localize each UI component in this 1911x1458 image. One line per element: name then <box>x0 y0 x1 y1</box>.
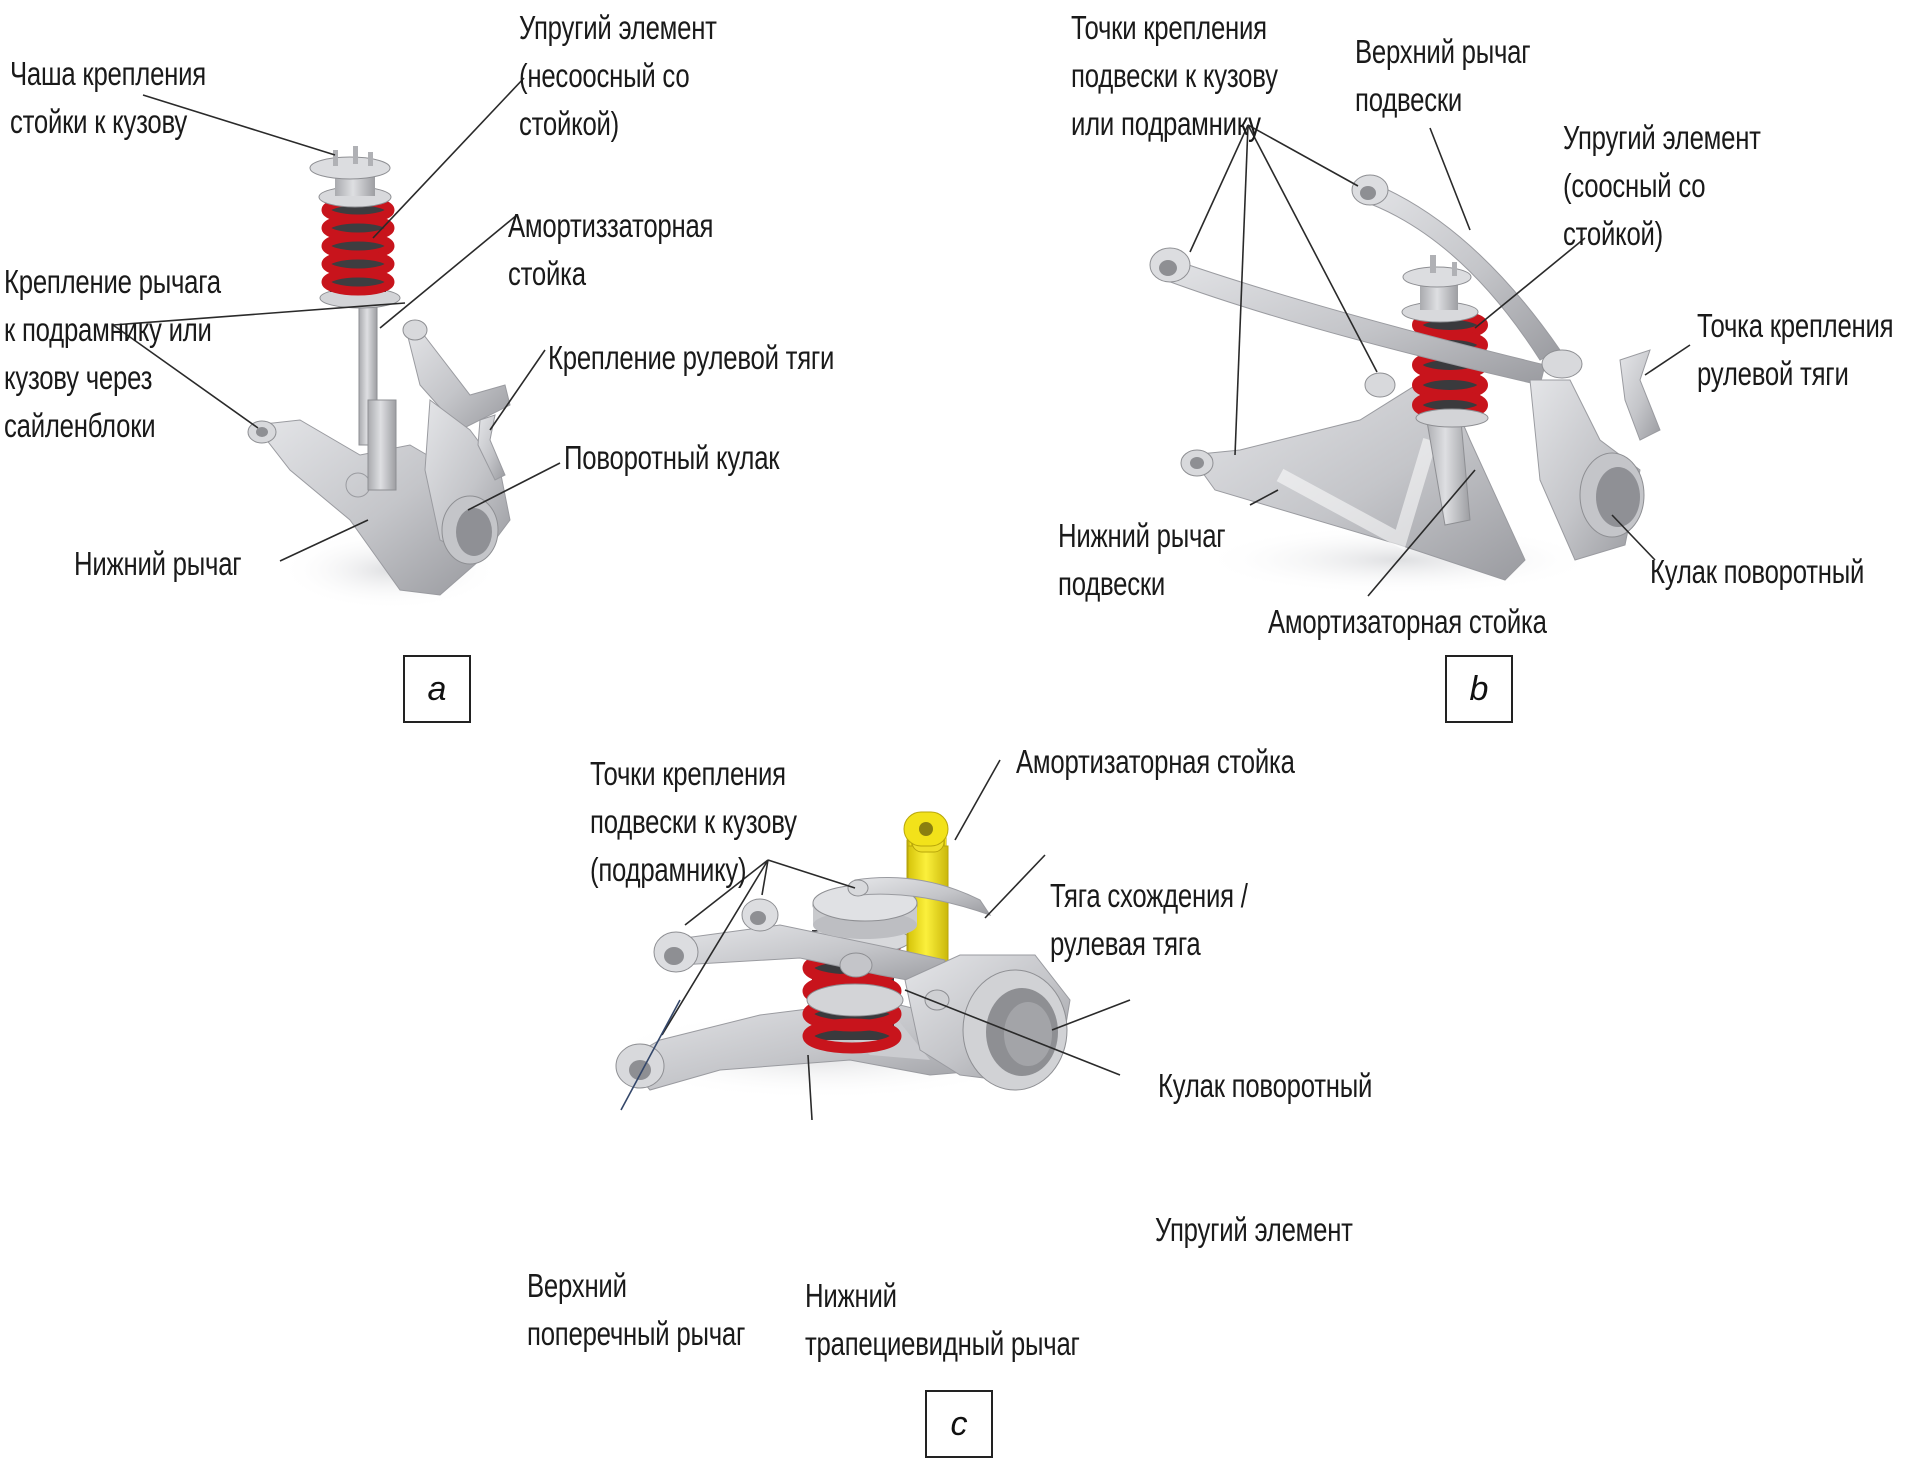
label-line: Амортиззаторная <box>508 207 714 244</box>
label-line: трапециевидный рычаг <box>805 1325 1080 1362</box>
label-line: Нижний рычаг <box>1058 517 1226 554</box>
label-line: Крепление рычага <box>4 263 221 300</box>
label-line: (соосный со <box>1563 167 1706 204</box>
label-tie-rod-mount: Крепление рулевой тяги <box>548 334 834 382</box>
panel-b-leaders <box>1189 124 1691 597</box>
label-body-mount-points: Точки крепления подвески к кузову (подра… <box>590 750 797 894</box>
label-line: Поворотный кулак <box>564 439 780 476</box>
label-line: Верхний рычаг <box>1355 33 1531 70</box>
panel-c-illustration <box>600 811 1071 1100</box>
label-steering-knuckle: Поворотный кулак <box>564 434 780 482</box>
label-strut-mount-cup: Чаша крепления стойки к кузову <box>10 50 206 146</box>
label-upper-arm: Верхний рычаг подвески <box>1355 28 1531 124</box>
label-tie-rod-point: Точка крепления рулевой тяги <box>1697 302 1894 398</box>
label-line: рулевая тяга <box>1050 925 1201 962</box>
label-line: Упругий элемент <box>1155 1211 1353 1248</box>
label-spring: Упругий элемент <box>1155 1206 1353 1254</box>
label-line: рулевой тяги <box>1697 355 1849 392</box>
label-line: к подрамнику или <box>4 311 212 348</box>
label-body-mount-points: Точки крепления подвески к кузову или по… <box>1071 4 1278 148</box>
label-spring-coaxial: Упругий элемент (соосный со стойкой) <box>1563 114 1761 258</box>
label-shock-strut: Амортиззаторная стойка <box>508 202 713 298</box>
label-line: подвески к кузову <box>1071 57 1278 94</box>
label-line: Нижний <box>805 1277 897 1314</box>
panel-letter-c: c <box>925 1390 993 1458</box>
label-line: Точки крепления <box>1071 9 1267 46</box>
label-line: Крепление рулевой тяги <box>548 339 835 376</box>
label-shock-strut: Амортизаторная стойка <box>1268 598 1547 646</box>
label-line: Амортизаторная стойка <box>1016 743 1295 780</box>
label-line: подвески <box>1058 565 1166 602</box>
label-line: Точки крепления <box>590 755 786 792</box>
label-line: Нижний рычаг <box>74 545 242 582</box>
label-line: поперечный рычаг <box>527 1315 746 1352</box>
label-line: Упругий элемент <box>519 9 717 46</box>
label-line: Кулак поворотный <box>1650 553 1865 590</box>
label-line: стойкой) <box>1563 215 1664 252</box>
panel-a-spring <box>321 196 395 296</box>
label-line: Точка крепления <box>1697 307 1894 344</box>
panel-letter-a: a <box>403 655 471 723</box>
panel-a-illustration <box>247 146 511 610</box>
label-line: Кулак поворотный <box>1158 1067 1373 1104</box>
label-arm-mount-bushings: Крепление рычага к подрамнику или кузову… <box>4 258 221 450</box>
label-line: Амортизаторная стойка <box>1268 603 1547 640</box>
label-upper-transverse-arm: Верхний поперечный рычаг <box>527 1262 745 1358</box>
label-line: стойка <box>508 255 586 292</box>
label-line: кузову через <box>4 359 153 396</box>
label-line: подвески к кузову <box>590 803 797 840</box>
label-steering-knuckle: Кулак поворотный <box>1650 548 1864 596</box>
label-line: стойки к кузову <box>10 103 187 140</box>
label-line: Чаша крепления <box>10 55 207 92</box>
label-line: подвески <box>1355 81 1463 118</box>
label-line: Тяга схождения / <box>1050 877 1248 914</box>
label-line: или подрамнику <box>1071 105 1261 142</box>
label-lower-trapezoid-arm: Нижний трапециевидный рычаг <box>805 1272 1080 1368</box>
label-steering-knuckle: Кулак поворотный <box>1158 1062 1372 1110</box>
label-shock-strut: Амортизаторная стойка <box>1016 738 1295 786</box>
label-toe-link: Тяга схождения / рулевая тяга <box>1050 872 1248 968</box>
panel-c-leaders <box>620 759 1131 1121</box>
panel-b-illustration <box>1149 174 1661 595</box>
panel-a-leaders <box>112 77 561 562</box>
label-line: сайленблоки <box>4 407 156 444</box>
label-spring-noncoaxial: Упругий элемент (несоосный со стойкой) <box>519 4 717 148</box>
label-line: (подрамнику) <box>590 851 747 888</box>
label-line: Упругий элемент <box>1563 119 1761 156</box>
label-line: Верхний <box>527 1267 627 1304</box>
label-lower-arm: Нижний рычаг подвески <box>1058 512 1226 608</box>
label-lower-arm: Нижний рычаг <box>74 540 242 588</box>
panel-letter-b: b <box>1445 655 1513 723</box>
label-line: (несоосный со <box>519 57 690 94</box>
label-line: стойкой) <box>519 105 620 142</box>
